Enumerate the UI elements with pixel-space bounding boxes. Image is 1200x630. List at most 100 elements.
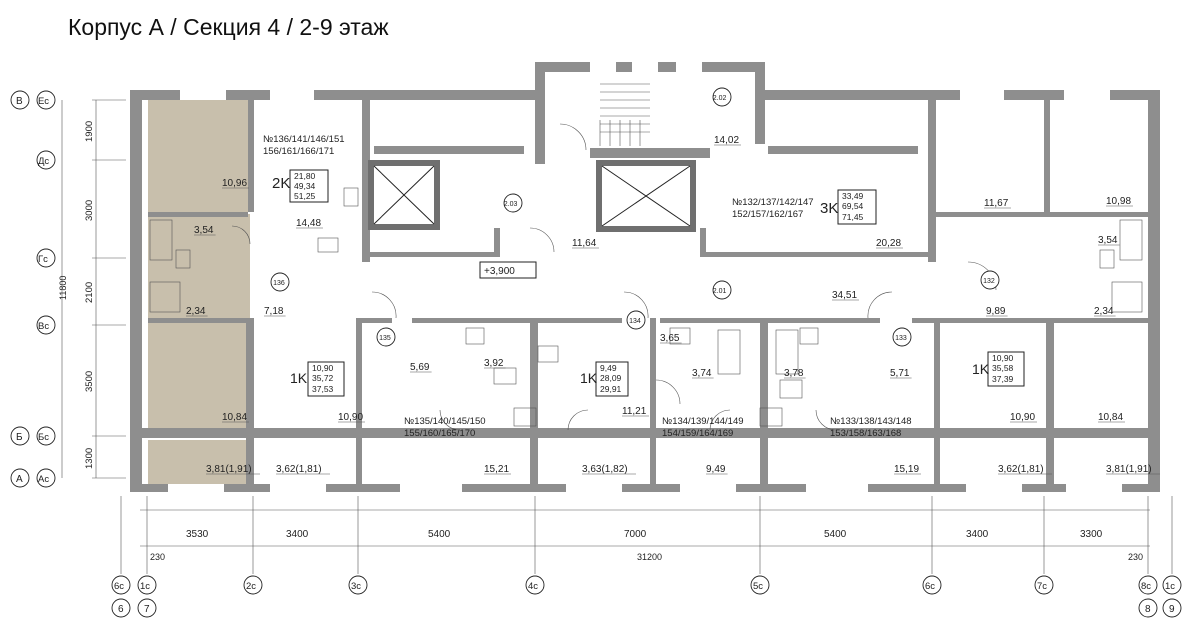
room-tag [503, 193, 523, 213]
room-area: 34,51 [832, 290, 857, 301]
axis-bubble [36, 426, 56, 446]
axis-bubble [10, 90, 30, 110]
dimension-value: 1300 [84, 448, 95, 469]
axis-bubble [922, 575, 942, 595]
axis-label: Б [16, 432, 23, 443]
room-area: 10,90 [1010, 412, 1035, 423]
axis-label: 6 [118, 604, 124, 615]
room-area: 3,74 [692, 368, 712, 379]
dimension-value: 5400 [824, 529, 847, 540]
axis-label: Вс [38, 321, 49, 332]
page-title: Корпус А / Секция 4 / 2-9 этаж [68, 14, 389, 40]
axis-bubble [1162, 575, 1182, 595]
axis-bubble [750, 575, 770, 595]
axis-bubble [1138, 575, 1158, 595]
axis-label: В [16, 96, 23, 107]
axis-label: 6с [925, 581, 935, 592]
axis-label: 8 [1145, 604, 1151, 615]
apartment-area: 37,53 [312, 384, 334, 394]
axis-bubble [243, 575, 263, 595]
apartment-area: 37,39 [992, 374, 1014, 384]
room-area: 5,69 [410, 362, 430, 373]
axis-bubble [36, 90, 56, 110]
room-area: 10,90 [338, 412, 363, 423]
room-tag-label: 136 [273, 280, 285, 287]
dimension-value: 1900 [84, 121, 95, 142]
dimension-lines [61, 99, 1150, 547]
apartment-area: 35,72 [312, 373, 334, 383]
axis-label: 9 [1169, 604, 1175, 615]
room-area: 10,84 [222, 412, 247, 423]
left-total-dimension: 11800 [58, 276, 68, 300]
axis-label: 8с [1141, 581, 1151, 592]
apartment-area: 9,49 [600, 363, 617, 373]
apartment-area: 69,54 [842, 201, 864, 211]
room-area: 3,92 [484, 358, 504, 369]
dimension-value: 5400 [428, 529, 451, 540]
axis-label: 3с [351, 581, 361, 592]
dimension-value: 3300 [1080, 529, 1103, 540]
dimension-value: 3000 [84, 200, 95, 221]
room-tag [712, 87, 732, 107]
apartment-area: 49,34 [294, 181, 316, 191]
room-tag [270, 272, 290, 292]
axis-label: 7с [1037, 581, 1047, 592]
axis-bubble [1034, 575, 1054, 595]
apartment-area: 51,25 [294, 191, 316, 201]
room-tag-label: 2.02 [713, 95, 727, 102]
axis-bubble [1138, 598, 1158, 618]
axis-label: 4с [528, 581, 538, 592]
room-area: 3,62(1,81) [998, 464, 1044, 475]
apartment-area: 71,45 [842, 212, 864, 222]
room-tag [712, 280, 732, 300]
apartment-area: 28,09 [600, 373, 622, 383]
room-area: 5,71 [890, 368, 910, 379]
axis-bubble [36, 315, 56, 335]
offset-right: 230 [1128, 552, 1143, 562]
highlighted-apartment[interactable] [148, 100, 250, 486]
axis-label: 2с [246, 581, 256, 592]
elevation-mark: +3,900 [479, 261, 537, 279]
room-area: 3,54 [1098, 235, 1118, 246]
room-area: 9,49 [706, 464, 726, 475]
room-area: 14,02 [714, 135, 739, 146]
room-area: 2,34 [186, 306, 206, 317]
axis-label: Ес [38, 96, 49, 107]
axis-label: Дс [38, 156, 49, 167]
axis-label: Ас [38, 474, 49, 485]
axis-bubble [137, 598, 157, 618]
room-area: 11,64 [572, 238, 597, 249]
axis-label: 5с [753, 581, 763, 592]
room-area: 11,67 [984, 198, 1009, 209]
room-tag [376, 327, 396, 347]
staircase [599, 83, 650, 146]
room-tag-label: 2.03 [504, 201, 518, 208]
room-area: 15,21 [484, 464, 509, 475]
apartment-area: 33,49 [842, 191, 864, 201]
apartment-area: 10,90 [312, 363, 334, 373]
axis-label: А [16, 474, 23, 485]
bottom-total-dimension: 31200 [637, 552, 662, 562]
dimension-value: 2100 [84, 282, 95, 303]
axis-label: 1с [140, 581, 150, 592]
room-area: 3,81(1,91) [206, 464, 252, 475]
room-area: 9,89 [986, 306, 1006, 317]
dimension-value: 3400 [966, 529, 989, 540]
apartment-type: 1K [290, 370, 308, 386]
axis-bubble [1162, 598, 1182, 618]
room-area: 15,19 [894, 464, 919, 475]
elevator-shafts [373, 165, 691, 227]
room-tag [980, 270, 1000, 290]
apartment-area: 10,90 [992, 353, 1014, 363]
